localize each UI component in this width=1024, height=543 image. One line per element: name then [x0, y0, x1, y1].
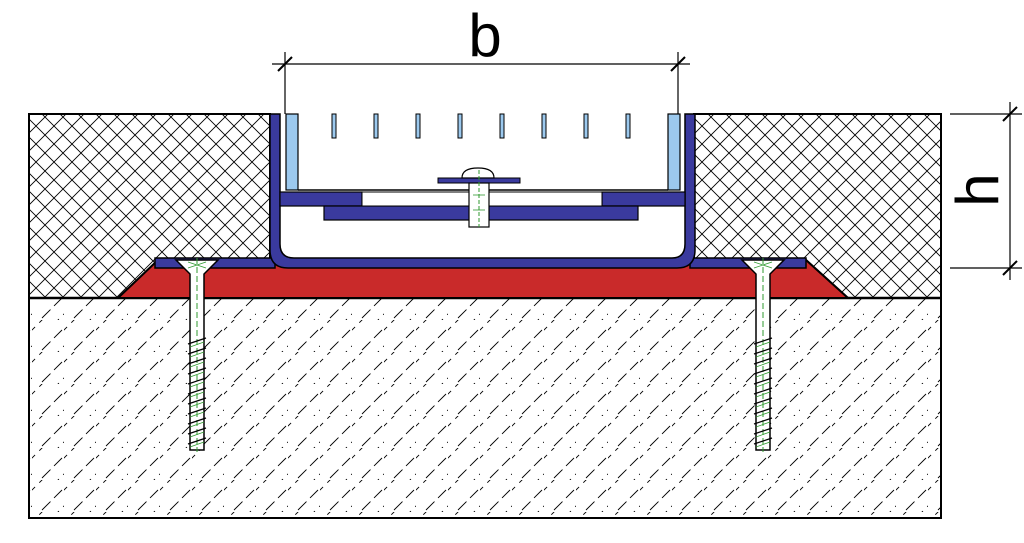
- screw-thread-center: [755, 351, 771, 358]
- left-anchor-screw: [174, 258, 220, 452]
- screw-thread-center: [189, 411, 205, 418]
- screw-thread: [187, 367, 207, 375]
- screw-thread: [753, 337, 773, 345]
- dimension-h: h: [944, 102, 1022, 280]
- screw-thread-center: [189, 441, 205, 448]
- screw-thread: [187, 357, 207, 365]
- screw-thread: [753, 387, 773, 395]
- center-bolt: [437, 167, 521, 228]
- screw-thread: [753, 427, 773, 435]
- screw-thread: [187, 417, 207, 425]
- screw-thread: [187, 337, 207, 345]
- light-blue-insert: [285, 113, 681, 191]
- screw-thread: [753, 407, 773, 415]
- screw-thread: [187, 347, 207, 355]
- screw-thread-center: [755, 361, 771, 368]
- dimension-h-label: h: [944, 173, 1011, 206]
- screw-thread: [753, 367, 773, 375]
- insert-slot: [415, 113, 421, 139]
- screw-thread: [753, 377, 773, 385]
- screw-thread: [753, 347, 773, 355]
- concrete-substrate: [28, 297, 942, 519]
- screw-thread-center: [755, 371, 771, 378]
- blue-aluminium-profile: [154, 113, 807, 269]
- screw-thread: [187, 377, 207, 385]
- screw-thread: [753, 357, 773, 365]
- screw-thread: [753, 417, 773, 425]
- insert-slot: [625, 113, 631, 139]
- screw-thread-center: [189, 371, 205, 378]
- screw-thread-center: [755, 401, 771, 408]
- insert-slot: [457, 113, 463, 139]
- insert-slot: [499, 113, 505, 139]
- screw-thread-center: [189, 361, 205, 368]
- screw-thread: [187, 387, 207, 395]
- screw-thread-center: [189, 351, 205, 358]
- screw-thread: [753, 397, 773, 405]
- screw-thread-center: [755, 381, 771, 388]
- screw-thread-center: [755, 431, 771, 438]
- screw-thread-center: [189, 421, 205, 428]
- screw-thread: [187, 437, 207, 445]
- screw-thread: [187, 397, 207, 405]
- right-anchor-screw: [740, 258, 786, 452]
- screw-thread-center: [189, 431, 205, 438]
- insert-slot: [583, 113, 589, 139]
- screw-thread-center: [755, 341, 771, 348]
- screw-thread-center: [755, 441, 771, 448]
- screw-thread: [187, 427, 207, 435]
- screw-thread-center: [189, 391, 205, 398]
- insert-slot: [541, 113, 547, 139]
- insert-slot: [331, 113, 337, 139]
- screw-thread-center: [189, 341, 205, 348]
- screw-thread-center: [189, 381, 205, 388]
- insert-slot: [373, 113, 379, 139]
- dimension-b: b: [272, 2, 690, 114]
- screw-thread-center: [755, 421, 771, 428]
- screw-thread: [753, 437, 773, 445]
- dimension-b-label: b: [468, 2, 501, 69]
- screw-thread-center: [755, 391, 771, 398]
- screw-thread: [187, 407, 207, 415]
- screw-thread-center: [189, 401, 205, 408]
- screw-thread-center: [755, 411, 771, 418]
